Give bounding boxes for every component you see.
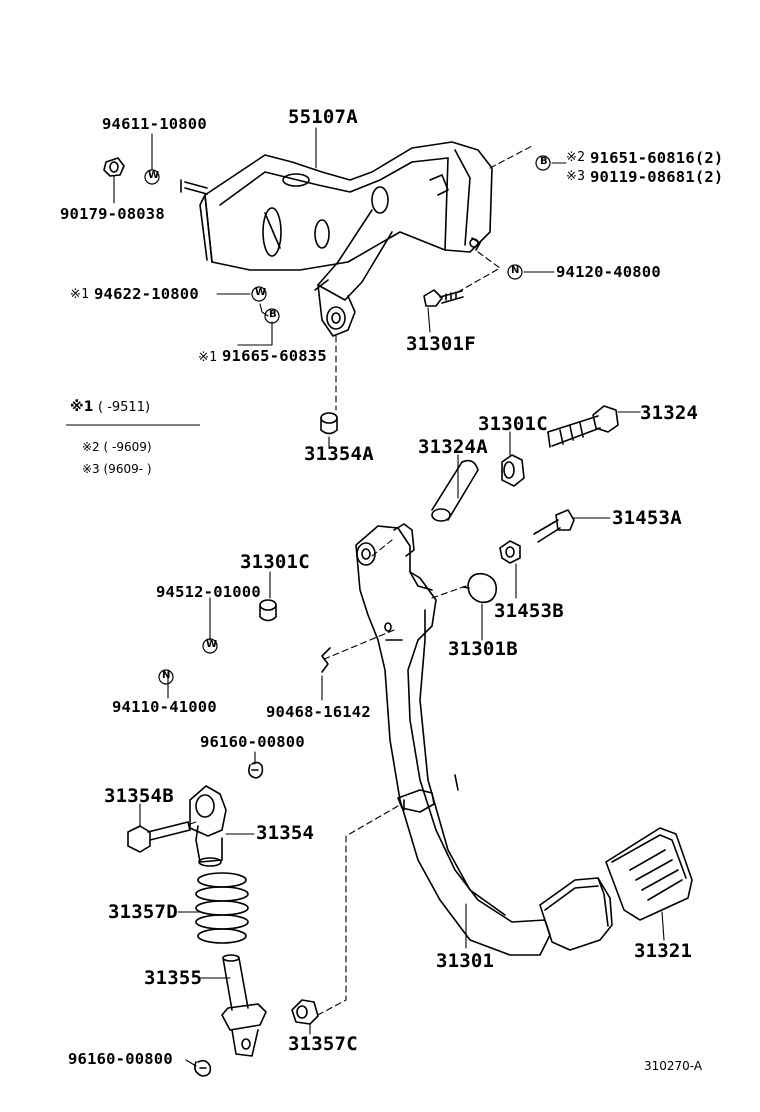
part-label-31301B: 31301B [448,638,518,660]
part-label-31324: 31324 [640,402,699,424]
part-label-31357C: 31357C [288,1033,358,1055]
washer-letter-2: W [255,287,267,298]
nut-31453B [499,540,521,564]
nut-letter-2: N [162,670,171,681]
part-label-94512-01000: 94512-01000 [156,583,261,601]
legend-note-2: ※2 ( -9609) [82,440,152,454]
bushing-31301C-mid [259,599,277,622]
nut-symbol-1 [507,264,523,280]
legend-note-1-mark: ※1 [70,399,94,415]
bolt-31354B [127,821,191,853]
clip-96160-bottom [194,1059,212,1077]
washer-letter-1: W [148,170,160,181]
bolt-31301F [423,289,464,307]
washer-symbol-1 [144,169,160,185]
pedal-pad-31321 [605,827,693,921]
washer-symbol-3 [202,638,218,654]
part-label-31354A: 31354A [304,443,374,465]
clip-90468 [321,647,331,673]
collar-31324A [431,459,479,522]
part-label-31354B: 31354B [104,785,174,807]
mark-1a: ※1 [70,287,90,302]
clip-96160-top [248,761,264,779]
part-label-31355: 31355 [144,967,203,989]
part-label-31453B: 31453B [494,600,564,622]
pedal-arm [355,523,613,956]
bushing-31301C-top [501,454,525,487]
part-label-31301F: 31301F [406,333,476,355]
mark-1b: ※1 [198,350,218,365]
part-label-90468-16142: 90468-16142 [266,703,371,721]
bolt-31324 [547,405,619,448]
washer-symbol-2 [251,286,267,302]
part-label-94611-10800: 94611-10800 [102,115,207,133]
part-label-96160-00800-top: 96160-00800 [200,733,305,751]
bushing-31354A [320,412,338,435]
legend-note-1-range: ( -9511) [98,400,151,415]
part-label-31453A: 31453A [612,507,682,529]
nut-90179 [103,157,125,177]
mark-2: ※2 [566,150,586,165]
legend-note-3: ※3 (9609- ) [82,462,152,476]
nut-symbol-2 [158,669,174,685]
part-label-96160-00800-bottom: 96160-00800 [68,1050,173,1068]
bushing-31357C [291,999,319,1025]
part-label-31301: 31301 [436,950,495,972]
bolt-letter-1: B [540,156,548,167]
part-label-94120-40800: 94120-40800 [556,263,661,281]
diagram-reference-code: 310270-A [644,1059,703,1073]
bolt-letter-2: B [269,309,277,320]
part-label-31301C-mid: 31301C [240,551,310,573]
circle-symbols [144,155,551,685]
part-label-94110-41000: 94110-41000 [112,698,217,716]
part-label-91665-60835: 91665-60835 [222,347,327,365]
spring-31357D [195,872,249,944]
part-label-31354: 31354 [256,822,315,844]
nut-letter-1: N [511,265,520,276]
part-label-31357D: 31357D [108,901,178,923]
pedal-bracket [180,141,493,337]
part-label-55107A: 55107A [288,106,358,128]
part-label-90179-08038: 90179-08038 [60,205,165,223]
part-label-90119-08681: 90119-08681(2) [590,168,724,186]
bolt-symbol-1 [535,155,551,171]
mark-3: ※3 [566,169,586,184]
washer-letter-3: W [206,639,218,650]
stopper-31301B [462,572,498,604]
rod-31355 [221,954,267,1057]
part-label-91651-60816: 91651-60816(2) [590,149,724,167]
part-label-31324A: 31324A [418,436,488,458]
part-label-31321: 31321 [634,940,693,962]
part-label-94622-10800: 94622-10800 [94,285,199,303]
bolt-31453A [533,509,575,543]
bolt-symbol-2 [264,308,280,324]
clevis-31354 [189,785,227,867]
part-label-31301C-top: 31301C [478,413,548,435]
